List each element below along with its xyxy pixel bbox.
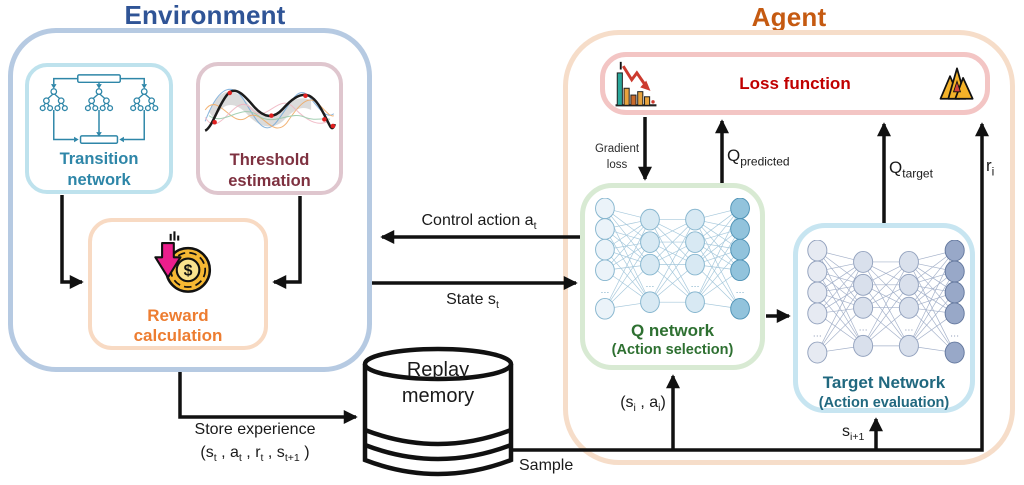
- transition-network-label-2: network: [67, 171, 131, 189]
- q-predicted-label: Qpredicted: [727, 146, 790, 168]
- q-network-label: Q network: [630, 321, 715, 340]
- loss-chart-icon: [615, 61, 657, 107]
- sample-sa-part: ): [660, 394, 666, 411]
- q-target-text: Q: [889, 158, 903, 177]
- ellipsis: …: [645, 279, 654, 289]
- threshold-estimation-label-1: Threshold: [229, 151, 310, 169]
- reward-coin-icon: $: [154, 231, 212, 293]
- control-action-sub: t: [533, 220, 537, 233]
- next-state-label: si+1: [842, 423, 864, 443]
- store-tuple-part: (s: [200, 444, 214, 461]
- next-state-text: s: [842, 423, 850, 440]
- replay-label-1: Replay: [406, 359, 470, 381]
- q-network-diagram: … … … …: [595, 198, 750, 320]
- gradient-label-2: loss: [606, 159, 628, 171]
- store-tuple-sub: t+1: [284, 452, 300, 465]
- store-tuple-sub: t: [238, 452, 242, 465]
- sample-sa-part: , a: [635, 394, 659, 411]
- store-tuple-part: , s: [263, 444, 285, 461]
- store-tuple-sub: t: [213, 452, 217, 465]
- q-target-label: Qtarget: [889, 158, 933, 180]
- loss-function-label: Loss function: [739, 74, 851, 93]
- ellipsis: …: [950, 328, 960, 339]
- q-network-sublabel: (Action selection): [611, 342, 734, 358]
- store-tuple-part: , a: [216, 444, 239, 461]
- state-sub: t: [495, 299, 499, 312]
- state-label: State st: [400, 291, 545, 311]
- replay-memory-label: Replay memory: [363, 357, 513, 409]
- store-tuple-label: (st , at , rt , st+1 ): [160, 444, 350, 464]
- reward-calculation-label-2: calculation: [133, 326, 223, 345]
- gradient-label-1: Gradient: [594, 143, 640, 155]
- target-network-sublabel: (Action evaluation): [818, 395, 950, 411]
- environment-container: [8, 28, 372, 372]
- sample-sa-label: (si , ai): [615, 394, 671, 414]
- next-state-sub: i+1: [850, 431, 865, 444]
- environment-title: Environment: [124, 0, 286, 30]
- ellipsis: …: [600, 285, 609, 295]
- q-predicted-sub: predicted: [740, 154, 790, 169]
- transition-network-label-1: Transition: [59, 150, 139, 168]
- replay-memory-cylinder: [362, 346, 514, 477]
- loss-function-box: Loss function: [600, 52, 990, 115]
- control-action-text: Control action a: [421, 212, 534, 229]
- reward-peaks-icon: [939, 67, 974, 100]
- target-network-diagram: … … … …: [807, 240, 965, 364]
- q-network-box: … … … … Q network (Action selection): [580, 183, 765, 370]
- reward-calculation-box: $ Reward calculation: [88, 218, 268, 350]
- agent-title: Agent: [751, 2, 827, 32]
- threshold-estimation-plot: [204, 88, 336, 132]
- transition-network-box: Transition network: [25, 63, 173, 194]
- reward-i-label: ri: [986, 156, 994, 178]
- reward-i-sub: i: [991, 164, 995, 179]
- q-target-sub: target: [902, 166, 933, 181]
- replay-label-2: memory: [401, 385, 475, 407]
- threshold-estimation-box: Threshold estimation: [196, 62, 343, 195]
- store-tuple-part: ): [299, 444, 310, 461]
- reward-calculation-label-1: Reward: [147, 306, 209, 325]
- control-action-label: Control action at: [398, 212, 560, 232]
- target-network-label: Target Network: [822, 373, 946, 392]
- ellipsis: …: [858, 323, 868, 334]
- ellipsis: …: [813, 328, 823, 339]
- dollar-sign: $: [184, 263, 193, 280]
- ellipsis: …: [904, 323, 914, 334]
- store-tuple-sub: t: [260, 452, 264, 465]
- q-predicted-text: Q: [727, 146, 741, 165]
- threshold-estimation-label-2: estimation: [228, 172, 311, 190]
- sample-sa-part: (s: [620, 394, 634, 411]
- ellipsis: …: [690, 279, 699, 289]
- sample-label: Sample: [519, 457, 574, 474]
- gradient-loss-label: Gradient loss: [593, 141, 641, 173]
- reward-i-text: r: [986, 156, 992, 175]
- ellipsis: …: [735, 285, 744, 295]
- state-text: State s: [446, 291, 496, 308]
- target-network-box: … … … … Target Network (Action evaluatio…: [793, 223, 975, 413]
- transition-network-icon: [39, 74, 159, 144]
- store-tuple-part: , r: [241, 444, 261, 461]
- store-experience-label: Store experience: [194, 421, 316, 438]
